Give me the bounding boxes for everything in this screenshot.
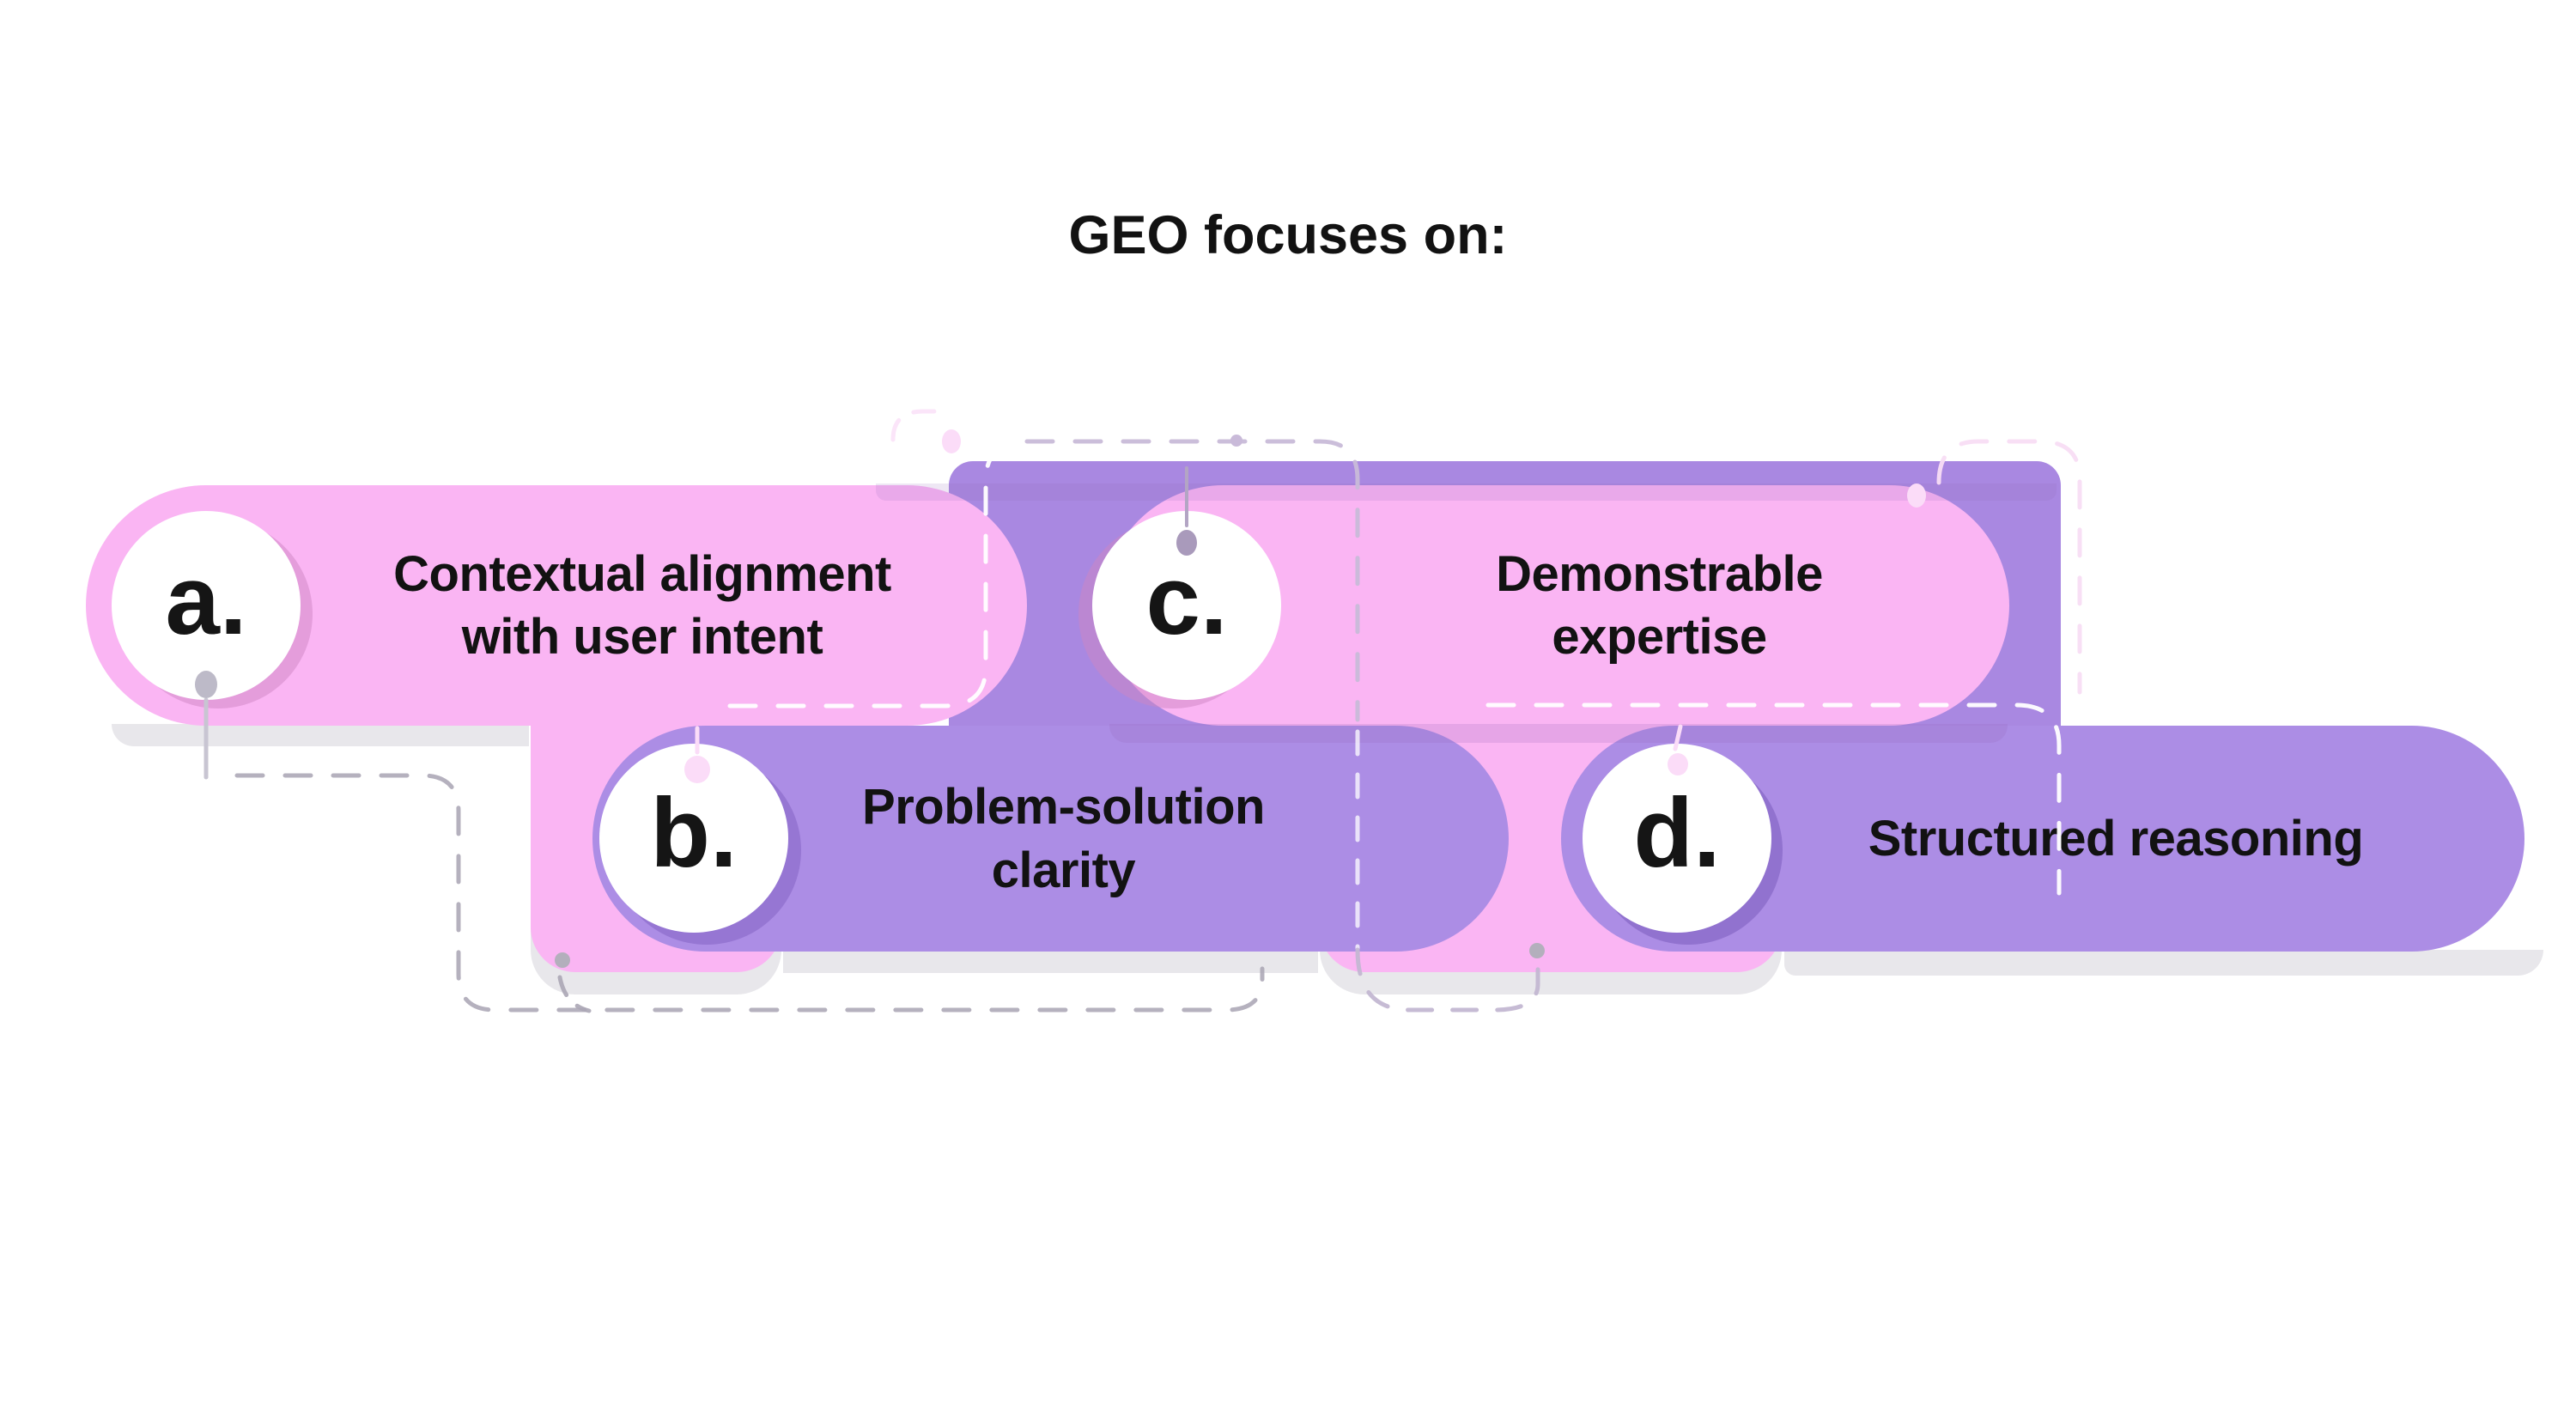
item-b-text: Problem-solution clarity [790,726,1337,952]
pin-icon-funnel [942,429,961,453]
item-c-letter: c. [1145,545,1228,655]
dashed-arc-pale-funnel [890,409,940,442]
item-c-line1: Demonstrable [1496,545,1823,602]
item-a-line2: with user intent [461,609,823,665]
item-a-text: Contextual alignment with user intent [309,485,975,726]
item-d-text: Structured reasoning [1759,726,2473,952]
item-a-marker: a. [112,511,301,700]
shadow-under-pill-a [112,724,529,746]
item-b-line1: Problem-solution [862,779,1265,836]
item-d-marker: d. [1583,744,1771,933]
shadow-under-pill-b [783,950,1318,973]
shadow-under-pill-d [1784,950,2543,976]
item-b-line2: clarity [991,842,1136,898]
item-c-line2: expertise [1552,609,1767,665]
item-d-letter: d. [1633,778,1721,888]
item-a-letter: a. [165,545,247,655]
item-c-text: Demonstrable expertise [1344,485,1975,726]
pin-tail-gray-ab [557,975,592,1013]
dot-icon-lavender [1230,435,1242,447]
item-b-letter: b. [650,778,738,888]
item-a-line1: Contextual alignment [393,545,891,602]
item-b-marker: b. [599,744,788,933]
page-title: GEO focuses on: [1068,205,1508,265]
item-c-marker: c. [1092,511,1281,700]
item-d-line1: Structured reasoning [1868,810,2364,867]
